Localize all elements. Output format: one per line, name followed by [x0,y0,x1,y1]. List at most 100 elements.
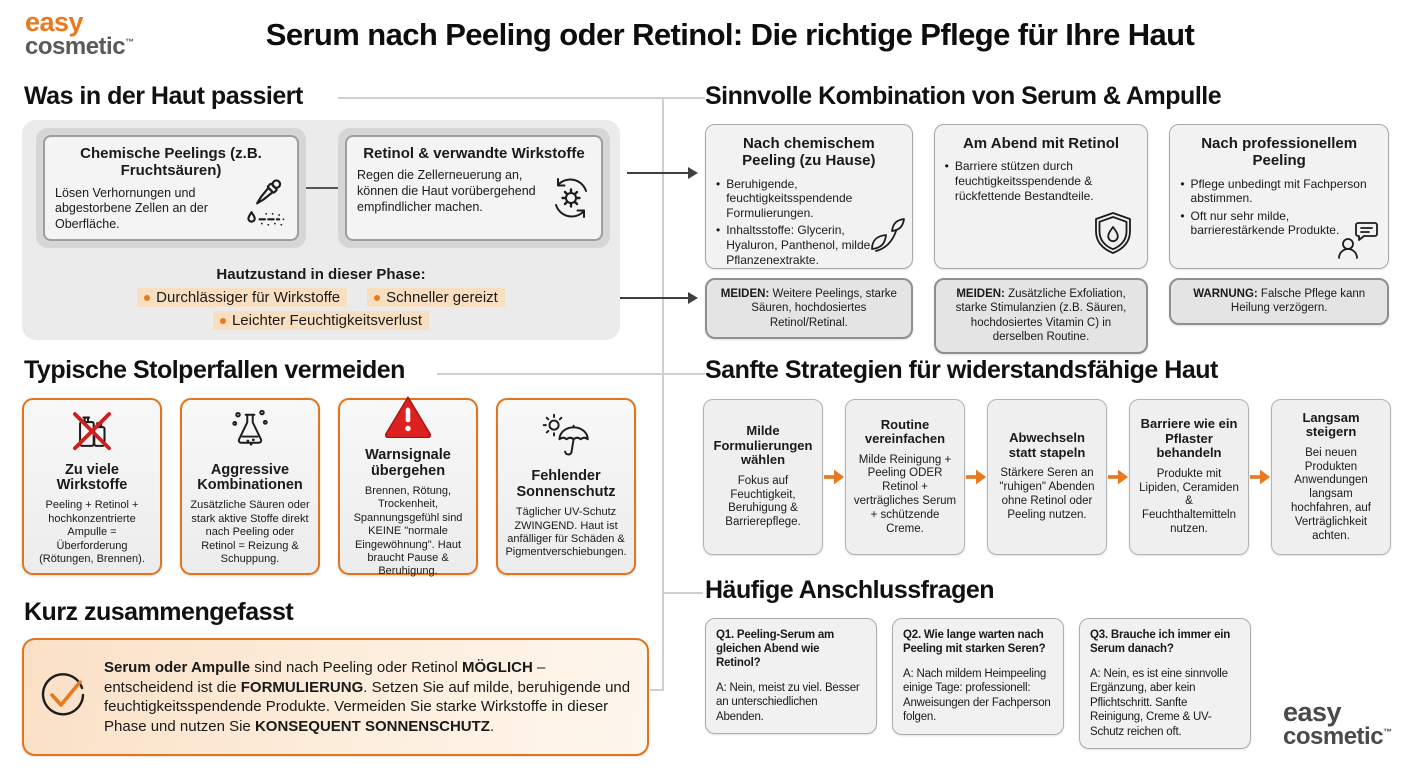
person-chat-icon [1334,217,1380,264]
meiden-note: MEIDEN: Zusätzliche Exfoliation, starke … [933,278,1149,354]
faq-row: Q1. Peeling-Serum am gleichen Abend wie … [705,618,1251,749]
haut-state-block: Hautzustand in dieser Phase: Durchlässig… [30,266,612,334]
faq-question: Q3. Brauche ich immer ein Serum danach? [1090,629,1231,656]
connector-fragen-line [663,592,703,594]
bullet-dot-icon [144,294,151,301]
orange-arrow-right-icon [965,468,987,486]
kombination-col-professionelles-peeling: Nach professionellem Peeling •Pflege unb… [1169,124,1389,325]
bullet-item: •Inhaltsstoffe: Glycerin, Hyaluron, Pant… [716,223,871,267]
section-heading-haut: Was in der Haut passiert [24,82,303,110]
connector-summary-line [650,689,664,691]
logo-word-easy: easy [25,7,84,37]
sun-umbrella-icon [541,413,591,464]
card-title: Am Abend mit Retinol [962,135,1120,152]
state-item: Durchlässiger für Wirkstoffe [137,288,348,307]
check-circle-icon [38,669,90,726]
strategy-barriere-pflaster: Barriere wie ein Pflaster behandeln Prod… [1129,399,1249,555]
leaf-icon [866,215,908,260]
kombination-card: Am Abend mit Retinol •Barriere stützen d… [933,124,1149,269]
faq-question: Q1. Peeling-Serum am gleichen Abend wie … [716,629,835,670]
pitfall-title: Warnsignale übergehen [365,447,451,480]
arrow-boxes-to-kombination [627,172,689,174]
section-heading-kombination: Sinnvolle Kombination von Serum & Ampull… [705,82,1222,110]
strategy-text: Milde Reinigung + Peeling ODER Retinol +… [853,453,957,535]
state-heading: Hautzustand in dieser Phase: [216,266,426,283]
summary-text: Serum oder Ampulle sind nach Peeling ode… [104,659,631,735]
dropper-icon [239,176,291,233]
faq-answer: A: Nach mildem Heimpeeling einige Tage: … [903,668,1051,724]
card-title: Chemische Peelings (z.B. Fruchtsäuren) [80,145,262,180]
pitfall-text: Zusätzliche Säuren oder stark aktive Sto… [190,499,310,566]
gear-refresh-icon [547,174,595,227]
strategy-title: Barriere wie ein Pflaster behandeln [1140,416,1238,461]
orange-arrow-right-icon [1107,468,1129,486]
connector-between-cards [306,187,338,189]
meiden-note: MEIDEN: Weitere Peelings, starke Säuren,… [705,278,913,340]
logo-word-cosmetic: cosmetic™ [25,32,134,60]
strategy-milde-formulierungen: Milde Formulierungen wählen Fokus auf Fe… [703,399,823,555]
pitfall-title: Aggressive Kombinationen [197,461,303,494]
state-item: Schneller gereizt [367,288,505,307]
kombination-card: Nach chemischem Peeling (zu Hause) •Beru… [705,124,913,269]
card-title: Retinol & verwandte Wirkstoffe [363,145,585,162]
strategy-text: Bei neuen Produkten Anwendungen langsam … [1291,446,1371,542]
kombination-card: Nach professionellem Peeling •Pflege unb… [1169,124,1389,269]
warnung-note: WARNUNG: Falsche Pflege kann Heilung ver… [1169,278,1389,325]
faq-answer: A: Nein, meist zu viel. Besser an unters… [716,682,860,723]
strategy-title: Langsam steigern [1302,409,1360,440]
card-body: Lösen Verhornungen und abgestorbene Zell… [55,185,208,231]
arrow-head-icon [688,292,698,304]
connector-haut-heading-line [338,97,705,99]
card-retinol: Retinol & verwandte Wirkstoffe Regen die… [338,128,610,248]
pitfall-warnsignale: Warnsignale übergehen Brennen, Rötung, T… [338,396,478,577]
pitfall-sonnenschutz: Fehlender Sonnenschutz Täglicher UV-Schu… [496,398,636,575]
logo-easycosmetic-bottom: easy cosmetic™ [1283,697,1392,750]
bullet-item: •Oft nur sehr milde, barrierestärkende P… [1180,208,1340,238]
state-item: Leichter Feuchtigkeitsverlust [212,311,430,330]
card-body: Regen die Zellerneuerung an, können die … [357,168,536,214]
logo-word-cosmetic: cosmetic™ [1283,722,1392,750]
pitfall-text: Brennen, Rötung, Trockenheit, Spannungsg… [353,485,463,578]
bullet-dot-icon [374,294,381,301]
strategy-title: Abwechseln statt stapeln [1008,430,1086,460]
section-heading-fragen: Häufige Anschlussfragen [705,576,995,604]
warning-triangle-icon [383,394,433,443]
page-title: Serum nach Peeling oder Retinol: Die ric… [265,17,1195,52]
trademark-symbol: ™ [125,36,134,47]
summary-box: Serum oder Ampulle sind nach Peeling ode… [22,638,649,756]
pitfall-title: Zu viele Wirkstoffe [56,461,128,494]
strategy-text: Produkte mit Lipiden, Ceramiden & Feucht… [1139,467,1239,536]
connector-stolperfallen-line [437,373,705,375]
section-heading-strategien: Sanfte Strategien für widerstandsfähige … [705,356,1218,384]
shield-droplet-icon [1091,211,1135,262]
logo-word-easy: easy [1283,697,1342,727]
bullet-item: •Beruhigende, feuchtigkeitsspendende For… [716,176,853,220]
bullet-item: •Barriere stützen durch feuchtigkeitsspe… [944,159,1094,203]
connector-vertical-line [662,98,664,691]
pitfall-text: Täglicher UV-Schutz ZWINGEND. Haut ist a… [505,506,627,559]
section-heading-zusammenfassung: Kurz zusammengefasst [24,598,294,626]
orange-arrow-right-icon [823,468,845,486]
section-heading-stolperfallen: Typische Stolperfallen vermeiden [24,356,405,384]
orange-arrow-right-icon [1249,468,1271,486]
strategien-row: Milde Formulierungen wählen Fokus auf Fe… [703,399,1391,555]
card-title: Nach chemischem Peeling (zu Hause) [742,135,876,170]
strategy-title: Milde Formulierungen wählen [713,423,813,468]
strategy-abwechseln: Abwechseln statt stapeln Stärkere Seren … [987,399,1107,555]
pitfall-title: Fehlender Sonnenschutz [516,468,616,501]
faq-item-q1: Q1. Peeling-Serum am gleichen Abend wie … [705,618,877,735]
strategy-text: Stärkere Seren an "ruhigen" Abenden ohne… [999,467,1095,521]
strategy-text: Fokus auf Feuchtigkeit, Beruhigung & Bar… [725,474,801,529]
trademark-symbol: ™ [1383,726,1392,737]
kombination-col-chemisches-peeling: Nach chemischem Peeling (zu Hause) •Beru… [705,124,913,340]
card-title: Nach professionellem Peeling [1201,135,1358,170]
card-chemische-peelings: Chemische Peelings (z.B. Fruchtsäuren) L… [36,128,306,248]
pitfalls-row: Zu viele Wirkstoffe Peeling + Retinol + … [22,396,636,577]
pitfall-text: Peeling + Retinol + hochkonzentrierte Am… [39,499,145,566]
flask-icon [226,407,274,458]
faq-answer: A: Nein, es ist eine sinnvolle Ergänzung… [1090,668,1228,738]
strategy-routine-vereinfachen: Routine vereinfachen Milde Reinigung + P… [845,399,965,555]
arrow-head-icon [688,167,698,179]
strategy-title: Routine vereinfachen [864,416,946,447]
faq-item-q3: Q3. Brauche ich immer ein Serum danach? … [1079,618,1251,749]
